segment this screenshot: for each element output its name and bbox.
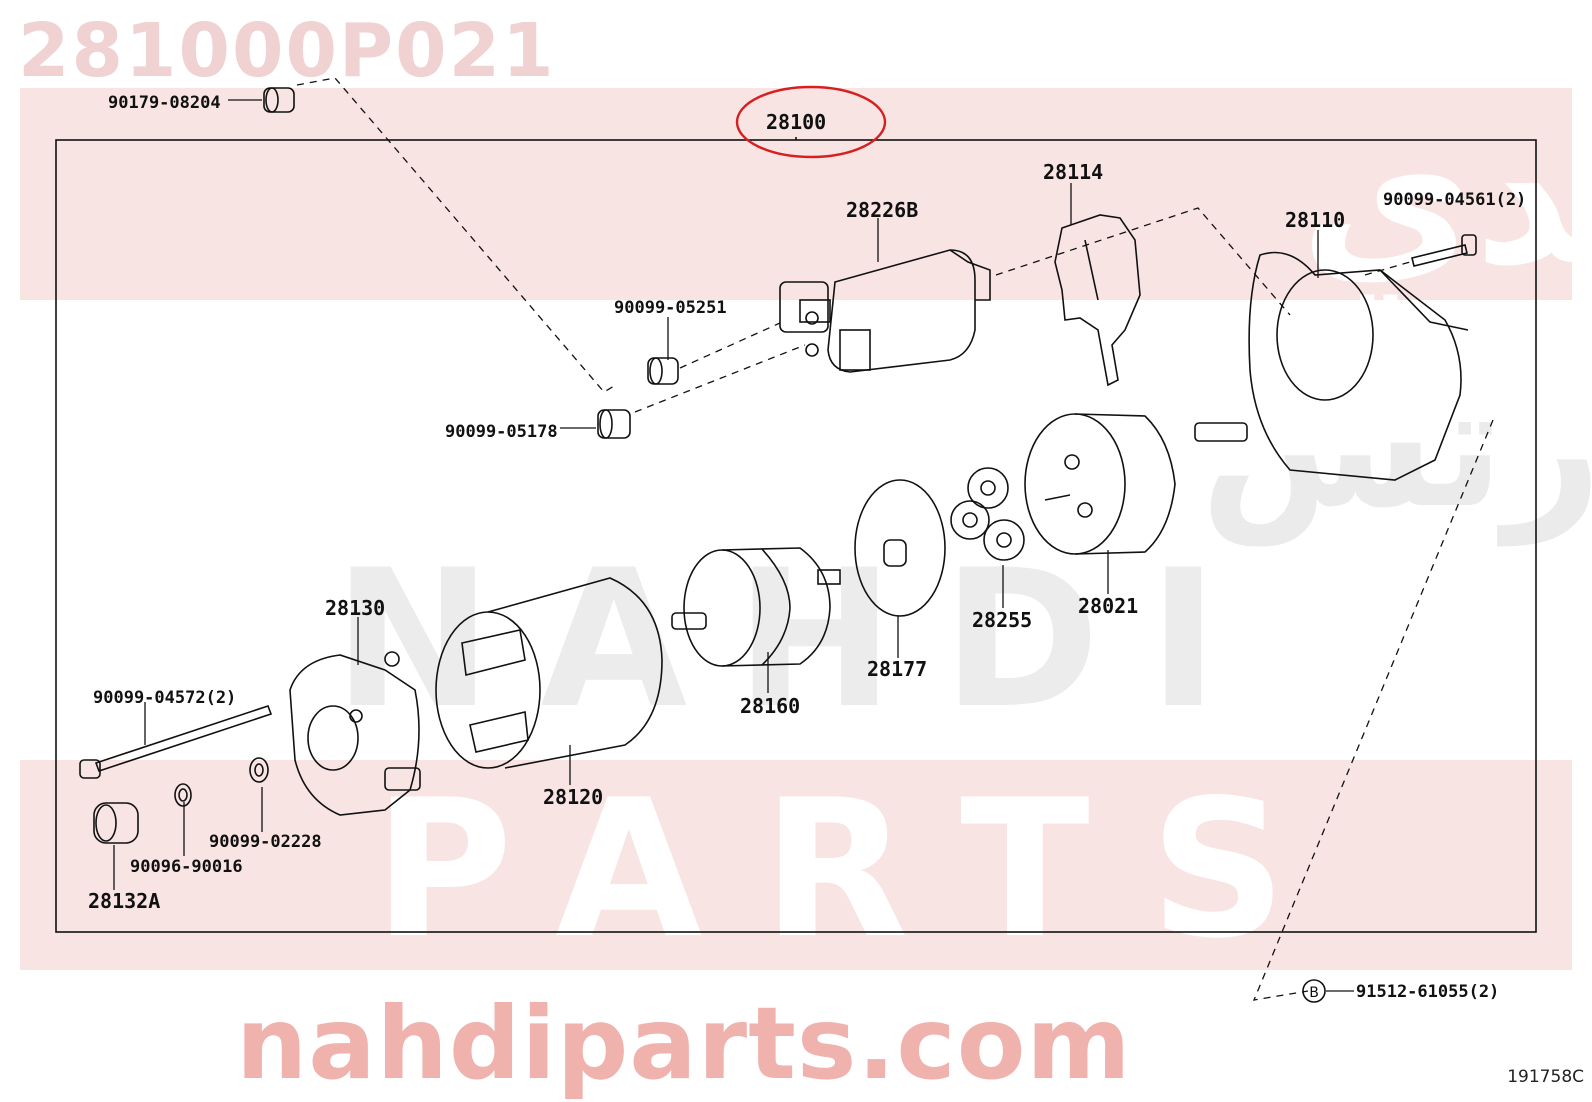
grommet-05251 (647, 357, 679, 385)
b-marker-circle (1302, 979, 1326, 1003)
callout-90099-05251: 90099-05251 (614, 298, 727, 318)
solenoid-28226B (779, 249, 991, 373)
callout-28130: 28130 (325, 596, 386, 620)
watermark-latin-2: PARTS (373, 759, 1346, 980)
callout-90096-90016: 90096-90016 (130, 857, 243, 877)
ring-90016 (174, 783, 192, 807)
watermark-arabic-2: بارتس (1200, 348, 1592, 547)
callout-91512-61055: 91512-61055(2) (1356, 982, 1500, 1002)
assembly-frame (55, 139, 1537, 933)
guide-lines (296, 77, 1494, 1001)
callout-28120: 28120 (543, 785, 604, 809)
callout-90099-05178: 90099-05178 (445, 422, 558, 442)
end-frame-28130 (289, 651, 421, 816)
washer-02228 (249, 757, 269, 783)
watermark-url: nahdiparts.com (236, 985, 1132, 1102)
gears-28255 (950, 467, 1025, 561)
callout-28177: 28177 (867, 657, 928, 681)
leader-lines (113, 99, 1354, 992)
callout-28021: 28021 (1078, 594, 1139, 618)
figure-code: 191758C (1507, 1067, 1584, 1087)
callout-28255: 28255 (972, 608, 1033, 632)
clutch-28021 (1024, 413, 1248, 555)
watermark-band-bottom (20, 760, 1572, 970)
housing-28110 (1248, 251, 1469, 481)
callout-90099-04572: 90099-04572(2) (93, 688, 237, 708)
callout-28114: 28114 (1043, 160, 1104, 184)
part-number-title: 281000P021 (18, 8, 556, 94)
assembly-label: 28100 (766, 110, 827, 134)
callout-28226B: 28226B (846, 198, 919, 222)
yoke-28120 (435, 577, 663, 769)
callout-28160: 28160 (740, 694, 801, 718)
callout-90179-08204: 90179-08204 (108, 93, 221, 113)
callout-28110: 28110 (1285, 208, 1346, 232)
callout-90099-04561: 90099-04561(2) (1383, 190, 1527, 210)
grommet-05178 (597, 409, 631, 439)
bolt-04572 (79, 704, 273, 779)
highlight-ring (735, 85, 887, 159)
cap-28132A (93, 802, 139, 844)
lever-28114 (1054, 214, 1141, 387)
watermark-band-top (20, 88, 1572, 300)
armature-28160 (671, 547, 841, 667)
callout-28132A: 28132A (88, 889, 161, 913)
bolt-04561 (1411, 234, 1477, 267)
plate-28177 (854, 479, 946, 617)
callout-90099-02228: 90099-02228 (209, 832, 322, 852)
b-marker: B (1309, 985, 1319, 1001)
grommet-90179 (263, 87, 295, 113)
